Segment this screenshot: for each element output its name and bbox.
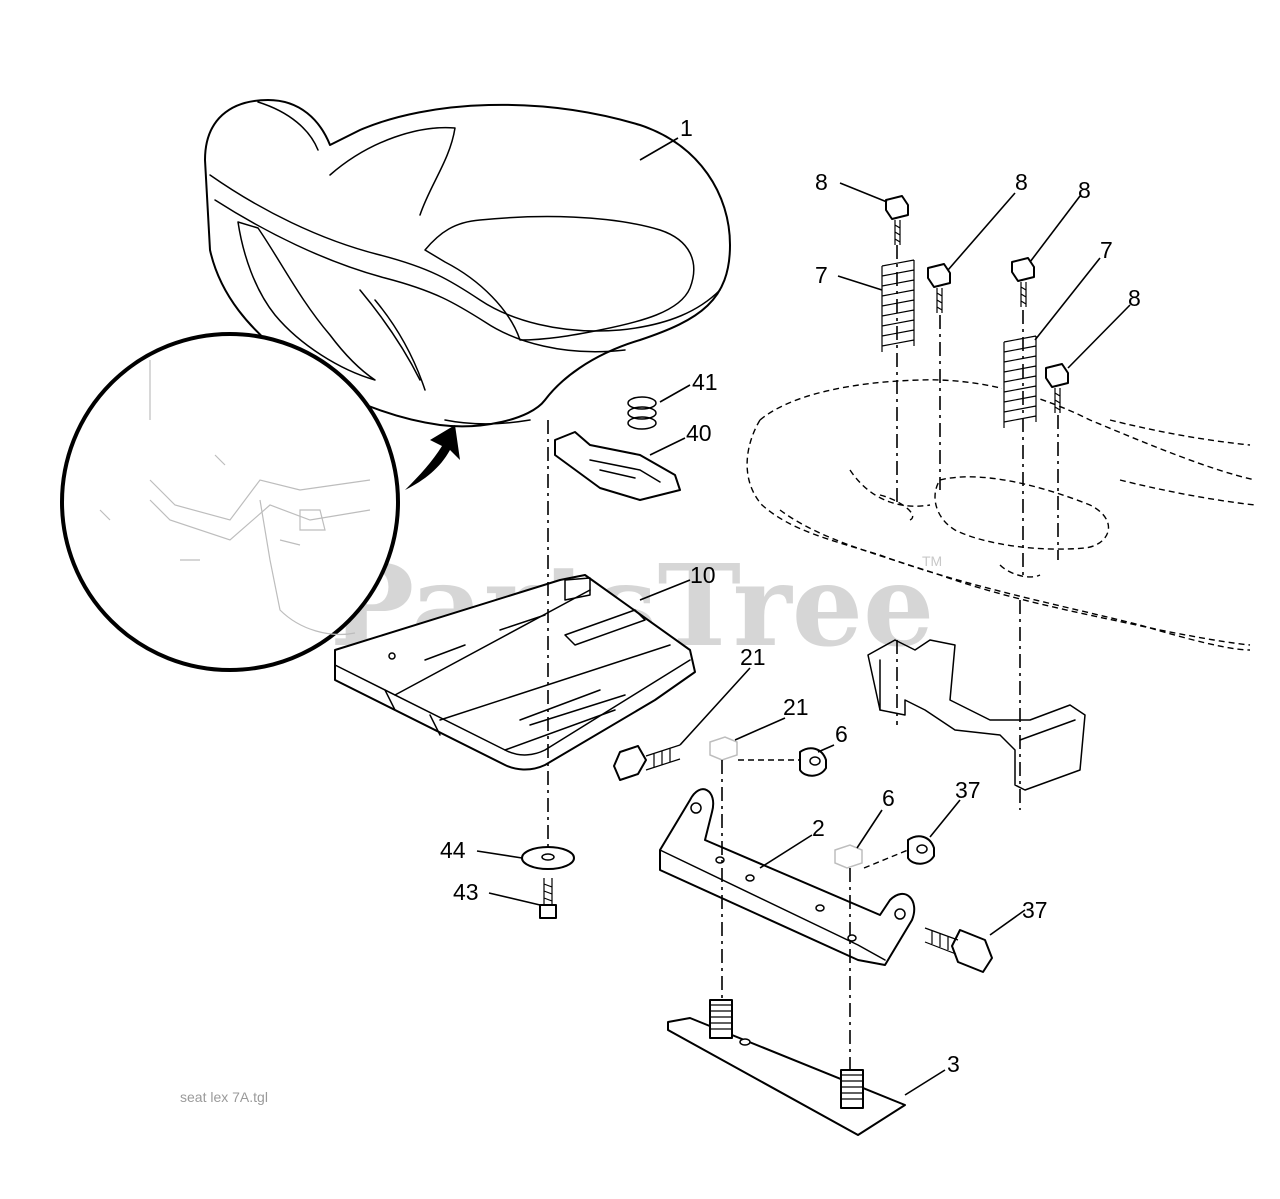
- figure-reference: seat lex 7A.tgl: [180, 1089, 268, 1105]
- callout-43: 43: [453, 879, 479, 905]
- seat-hinge-bracket: [659, 788, 916, 966]
- shoulder-bolt-21-a: [613, 744, 681, 781]
- shoulder-bolt-21-b: [924, 927, 993, 973]
- callout-21b: 37: [1022, 897, 1048, 923]
- callout-40: 40: [686, 420, 712, 446]
- callout-44: 44: [440, 837, 466, 863]
- bolt-8-d: [1045, 363, 1069, 413]
- callout-41: 41: [692, 369, 718, 395]
- seat-switch-bracket: [554, 431, 681, 501]
- callout-37a: 6: [835, 721, 848, 747]
- detail-arrow-icon: [405, 425, 460, 490]
- fender-outline: [746, 379, 1256, 651]
- callout-7b: 7: [1100, 237, 1113, 263]
- nut-6-b: [834, 844, 863, 869]
- nut-6-a: [709, 736, 738, 761]
- callout-2: 2: [812, 815, 825, 841]
- bolt-8-c: [1011, 257, 1035, 307]
- nut-37-b: [907, 835, 935, 865]
- callout-6b: 6: [882, 785, 895, 811]
- bolt-43: [539, 878, 557, 919]
- spring-7-a: [880, 259, 916, 354]
- callout-1: 1: [680, 115, 693, 141]
- watermark-trademark: TM: [922, 553, 942, 569]
- callout-7a: 7: [815, 262, 828, 288]
- callout-10: 10: [690, 562, 716, 588]
- frame-bracket: [867, 639, 1086, 791]
- callout-21a: 21: [740, 644, 766, 670]
- mounting-plate: [667, 999, 906, 1136]
- bolt-8-b: [927, 263, 951, 313]
- callout-3: 3: [947, 1051, 960, 1077]
- assembly-centerlines: [547, 245, 1059, 1070]
- detail-view-circle: [60, 332, 400, 672]
- seat-pan: [334, 574, 696, 771]
- spring-7-b: [1002, 335, 1038, 430]
- washer-44: [521, 846, 575, 870]
- callout-37b: 37: [955, 777, 981, 803]
- callout-6a: 21: [783, 694, 809, 720]
- bolt-8-a: [885, 195, 909, 245]
- callout-8d: 8: [1128, 285, 1141, 311]
- leader-lines: [476, 137, 1131, 1096]
- callout-8c: 8: [1078, 177, 1091, 203]
- nut-37-a: [799, 747, 827, 777]
- callout-8b: 8: [1015, 169, 1028, 195]
- compression-spring: [627, 396, 657, 430]
- callout-8a: 8: [815, 169, 828, 195]
